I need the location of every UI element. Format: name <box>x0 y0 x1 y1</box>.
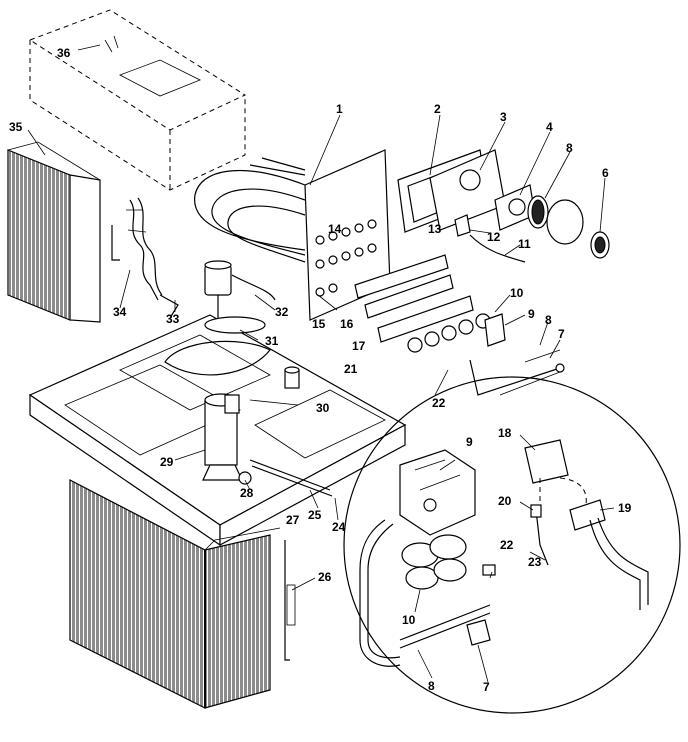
callout-36-top: 36 <box>57 46 71 60</box>
condenser-coil-front <box>69 479 281 709</box>
callout-16: 16 <box>340 317 354 331</box>
callout-35: 35 <box>9 120 23 134</box>
callout-26: 26 <box>318 570 332 584</box>
callout-12: 12 <box>487 230 501 244</box>
gas-line <box>238 459 333 497</box>
callout-3: 3 <box>500 110 507 124</box>
callout-4: 4 <box>546 120 553 134</box>
callout-22-detail: 22 <box>500 538 514 552</box>
igniter-lead <box>454 214 526 263</box>
callout-18: 18 <box>498 426 512 440</box>
fan-motor <box>204 260 276 318</box>
heat-exchanger <box>194 149 391 321</box>
callout-27: 27 <box>286 513 300 527</box>
top-cover <box>28 9 247 191</box>
callout-1: 1 <box>336 102 343 116</box>
callout-19: 19 <box>618 501 632 515</box>
callout-21: 21 <box>344 362 358 376</box>
condenser-coil-left <box>7 141 120 323</box>
callout-15: 15 <box>312 317 326 331</box>
compressor <box>202 393 243 481</box>
callout-29: 29 <box>160 455 174 469</box>
callout-7-detail: 7 <box>483 680 490 694</box>
callout-13: 13 <box>428 222 442 236</box>
callout-9-detail: 9 <box>466 435 473 449</box>
callout-20: 20 <box>498 494 512 508</box>
callout-8-top: 8 <box>566 141 573 155</box>
callout-23: 23 <box>528 555 542 569</box>
callout-10-top: 10 <box>510 286 524 300</box>
callout-8-mid: 8 <box>545 313 552 327</box>
wiring-harness <box>126 197 179 319</box>
callout-17: 17 <box>352 339 366 353</box>
callout-24: 24 <box>332 520 346 534</box>
callout-33: 33 <box>166 312 180 326</box>
callout-7-mid: 7 <box>558 327 565 341</box>
callout-10-detail: 10 <box>402 613 416 627</box>
callout-6: 6 <box>602 166 609 180</box>
inducer-assembly <box>494 184 610 259</box>
callout-8-detail: 8 <box>428 679 435 693</box>
support-rod <box>284 540 296 661</box>
callout-32: 32 <box>275 305 289 319</box>
callout-34: 34 <box>113 305 127 319</box>
callout-31: 31 <box>265 334 279 348</box>
callout-22-top: 22 <box>432 396 446 410</box>
bracket-right <box>499 349 565 396</box>
callout-11: 11 <box>518 237 531 251</box>
detail-inset <box>343 376 681 714</box>
callout-9-top: 9 <box>528 307 535 321</box>
callout-14: 14 <box>328 222 342 236</box>
flue-plates <box>397 149 506 233</box>
burner-manifolds <box>354 254 561 396</box>
callout-labels: 36 35 1 2 3 4 8 6 14 13 12 11 34 32 15 1… <box>9 46 632 694</box>
callout-25: 25 <box>308 508 322 522</box>
leader-lines <box>27 44 615 683</box>
callout-28: 28 <box>240 486 254 500</box>
callout-30: 30 <box>316 401 330 415</box>
callout-2: 2 <box>434 102 441 116</box>
